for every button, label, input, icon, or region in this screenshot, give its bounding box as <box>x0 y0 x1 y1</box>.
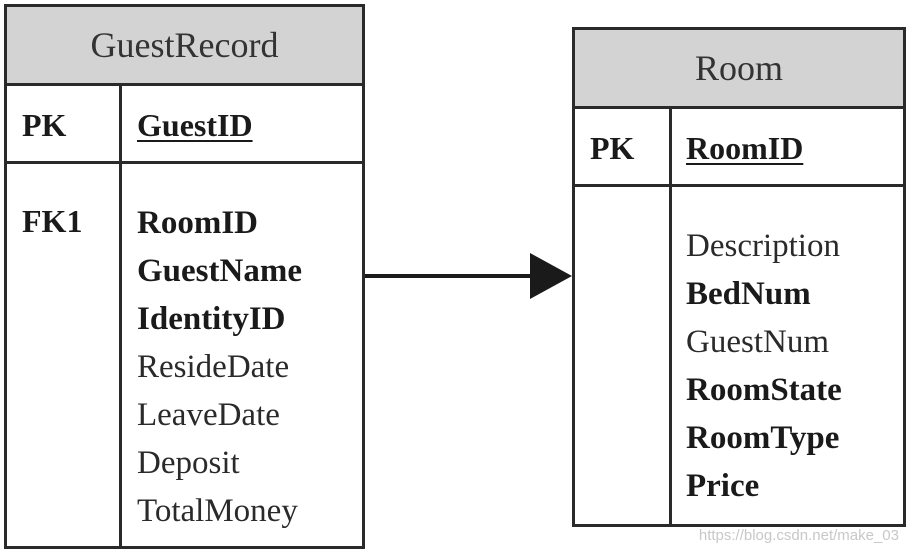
attribute-bednum: BedNum <box>686 276 811 312</box>
guestrecord-pk-field: GuestID <box>137 107 253 143</box>
attribute-guestnum: GuestNum <box>686 324 829 360</box>
room-column-divider <box>669 109 672 524</box>
attribute-identityid: IdentityID <box>137 301 286 337</box>
guestrecord-fk-label: FK1 <box>22 203 83 239</box>
room-attribute-list: Description BedNum GuestNum RoomState Ro… <box>686 222 842 510</box>
attribute-roomid: RoomID <box>137 205 258 241</box>
attribute-description: Description <box>686 228 840 264</box>
guestrecord-entity: GuestRecord PK GuestID FK1 RoomID GuestN… <box>4 4 365 549</box>
guestrecord-column-divider <box>119 86 122 546</box>
attribute-totalmoney: TotalMoney <box>137 493 298 529</box>
attribute-roomtype: RoomType <box>686 420 840 456</box>
room-entity: Room PK RoomID Description BedNum GuestN… <box>572 27 906 527</box>
relationship-arrowhead <box>530 253 572 299</box>
guestrecord-title: GuestRecord <box>7 7 362 86</box>
attribute-deposit: Deposit <box>137 445 240 481</box>
attribute-price: Price <box>686 468 760 504</box>
room-pk-field: RoomID <box>686 130 804 166</box>
guestrecord-attribute-list: RoomID GuestName IdentityID ResideDate L… <box>137 199 302 535</box>
attribute-roomstate: RoomState <box>686 372 842 408</box>
guestrecord-row-divider <box>7 161 362 164</box>
attribute-residedate: ResideDate <box>137 349 290 385</box>
watermark-text: https://blog.csdn.net/make_03 <box>698 527 899 544</box>
room-row-divider <box>575 184 903 187</box>
attribute-leavedate: LeaveDate <box>137 397 280 433</box>
room-title: Room <box>575 30 903 109</box>
room-pk-label: PK <box>590 130 635 166</box>
attribute-guestname: GuestName <box>137 253 302 289</box>
guestrecord-pk-label: PK <box>22 107 67 143</box>
